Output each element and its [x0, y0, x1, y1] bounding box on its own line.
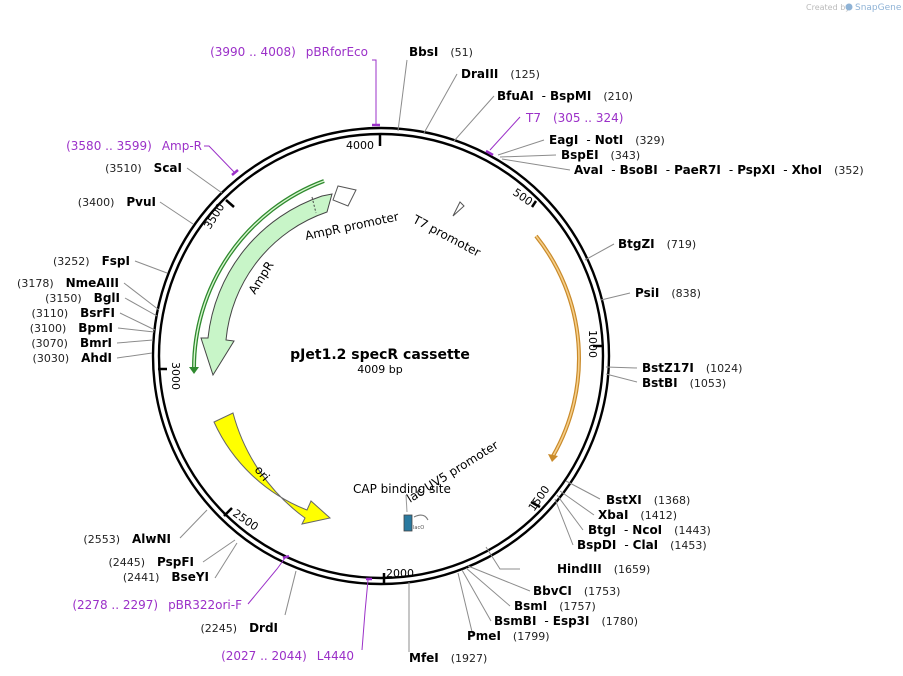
enzyme-label-bstz17i: BstZ17I(1024) [642, 361, 742, 375]
enzyme-label-btgzi: BtgZI(719) [618, 237, 696, 251]
tick-marks [158, 133, 603, 585]
ori-arrow [213, 412, 332, 525]
enzyme-label-bpmi: (3100)BpmI [30, 321, 113, 335]
enzyme-label-hindiii: HindIII(1659) [557, 562, 650, 576]
ampr-promoter-arrow [332, 185, 357, 207]
tick-label-2000: 2000 [386, 567, 414, 580]
tick-label-4000: 4000 [346, 139, 374, 152]
ampr-gene-arrow [200, 193, 333, 377]
primer-label-t7: T7(305 .. 324) [525, 111, 623, 125]
enzyme-label-scai: (3510)ScaI [105, 161, 182, 175]
credit-brand: SnapGene [855, 3, 902, 13]
lac-operator-box [403, 514, 413, 532]
svg-text:lacO: lacO [413, 525, 424, 531]
lacuv5-label: lac UV5 promoter [404, 438, 501, 506]
enzyme-label-bspdi: BspDI-ClaI(1453) [577, 538, 707, 552]
enzyme-label-pspfi: (2445)PspFI [108, 555, 194, 569]
ampr-arc-arrowhead [189, 367, 199, 374]
enzyme-label-bspei: BspEI(343) [561, 148, 640, 162]
enzyme-label-bfuai: BfuAI-BspMI(210) [497, 89, 633, 103]
enzyme-labels: BbsI(51) DraIII(125) BfuAI-BspMI(210) Ea… [17, 45, 864, 665]
enzyme-label-bbvci: BbvCI(1753) [533, 584, 620, 598]
enzyme-label-xbai: XbaI(1412) [598, 508, 677, 522]
enzyme-label-bstbi: BstBI(1053) [642, 376, 726, 390]
enzyme-label-draiii: DraIII(125) [461, 67, 540, 81]
enzyme-label-bbsi: BbsI(51) [409, 45, 473, 59]
tick-label-1000: 1000 [586, 330, 599, 358]
enzyme-label-bseyi: (2441)BseYI [123, 570, 209, 584]
credit-prefix: Created by [806, 3, 850, 12]
enzyme-label-pvui: (3400)PvuI [78, 195, 156, 209]
enzyme-label-psii: PsiI(838) [635, 286, 701, 300]
tick-label-3000: 3000 [169, 362, 182, 390]
specr-arc-arrowhead [548, 454, 558, 462]
snapgene-logo-icon [845, 3, 853, 11]
enzyme-label-eagi: EagI-NotI(329) [549, 133, 665, 147]
plasmid-name: pJet1.2 specR cassette [290, 347, 470, 363]
primer-label-pbrforeco: (3990 .. 4008)pBRforEco [210, 45, 368, 59]
enzyme-label-fspi: (3252)FspI [53, 254, 130, 268]
enzyme-label-avai: AvaI-BsoBI-PaeR7I-PspXI-XhoI(352) [574, 163, 864, 177]
enzyme-label-bstxi: BstXI(1368) [606, 493, 690, 507]
primer-label-l4440: (2027 .. 2044)L4440 [221, 649, 354, 663]
enzyme-label-bmri: (3070)BmrI [31, 336, 112, 350]
primer-label-pbr322ori: (2278 .. 2297)pBR322ori-F [72, 598, 242, 612]
plasmid-size: 4009 bp [357, 363, 402, 376]
tick-label-500: 500 [510, 186, 535, 209]
enzyme-label-nmeaiii: (3178)NmeAIII [17, 276, 119, 290]
enzyme-label-pmei: PmeI(1799) [467, 629, 549, 643]
enzyme-label-drdi: (2245)DrdI [200, 621, 278, 635]
primer-label-ampr: (3580 .. 3599)Amp-R [66, 139, 202, 153]
enzyme-label-bsrfi: (3110)BsrFI [32, 306, 115, 320]
enzyme-label-bgli: (3150)BglI [45, 291, 120, 305]
enzyme-label-bsmi: BsmI(1757) [514, 599, 596, 613]
enzyme-label-alwni: (2553)AlwNI [83, 532, 171, 546]
primer-labels: (3990 .. 4008)pBRforEco T7(305 .. 324) (… [66, 45, 623, 663]
enzyme-label-btgi: BtgI-NcoI(1443) [588, 523, 711, 537]
t7-promoter-arrow [452, 201, 465, 217]
tick-label-3500: 3500 [202, 201, 228, 232]
t7-promoter-label: T7 promoter [410, 212, 483, 260]
enzyme-leaders [116, 59, 638, 652]
enzyme-label-mfei: MfeI(1927) [409, 651, 487, 665]
enzyme-label-bsmbi: BsmBI-Esp3I(1780) [494, 614, 638, 628]
primer-markers [204, 59, 521, 651]
cap-site-label: CAP binding site [353, 482, 451, 496]
enzyme-label-ahdi: (3030)AhdI [33, 351, 112, 365]
